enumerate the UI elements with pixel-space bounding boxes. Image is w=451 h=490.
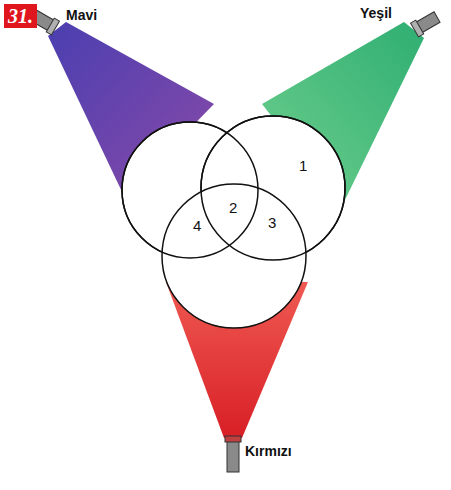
flashlight-red	[225, 436, 241, 472]
flashlight-green	[411, 10, 442, 37]
region-number: 2	[229, 200, 237, 215]
region-number: 3	[268, 215, 276, 230]
color-label: Mavi	[66, 8, 97, 22]
color-label: Kırmızı	[245, 444, 292, 458]
question-number: 31.	[4, 4, 37, 28]
region-number: 4	[193, 218, 201, 233]
red-circle	[162, 184, 306, 328]
color-label: Yeşil	[360, 6, 392, 20]
region-number: 1	[299, 158, 307, 173]
